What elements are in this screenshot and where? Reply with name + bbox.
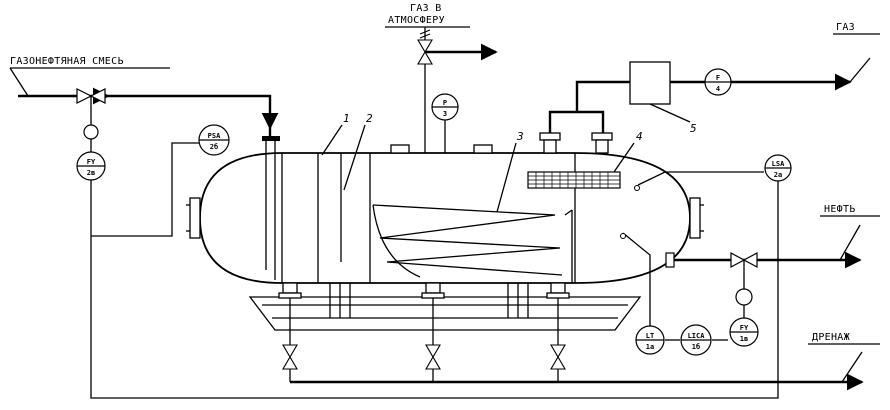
instrument-fy-1v-tag: FY [740, 324, 749, 332]
callout-1-text: 1 [343, 112, 350, 125]
callout-4: 4 [613, 130, 643, 173]
flow-label-inlet: ГАЗОНЕФТЯНАЯ СМЕСЬ [9, 56, 170, 97]
mist-eliminator-4 [527, 171, 621, 189]
instrument-fy-2v-loop: 2в [87, 169, 95, 177]
flow-label-drain-text: ДРЕНАЖ [812, 332, 850, 343]
flow-label-gas-atm: ГАЗ В АТМОСФЕРУ [385, 3, 470, 28]
instrument-lt-1a: LT 1a [635, 325, 665, 355]
gas-atmosphere-line [417, 27, 498, 153]
callout-2: 2 [343, 112, 373, 191]
flow-label-inlet-text: ГАЗОНЕФТЯНАЯ СМЕСЬ [10, 56, 124, 67]
instrument-p-3-loop: 3 [443, 110, 447, 118]
instrument-lt-1a-loop: 1a [646, 343, 654, 351]
instrument-f-4: F 4 [704, 68, 732, 96]
top-nozzles [390, 132, 613, 154]
instrument-lica-1b-tag: LICA [688, 332, 706, 340]
inlet-line [18, 87, 279, 130]
callout-2-text: 2 [366, 112, 373, 125]
callout-4-text: 4 [636, 130, 643, 143]
flow-label-drain: ДРЕНАЖ [808, 332, 880, 345]
instrument-lsa-2a-tag: LSA [772, 160, 785, 168]
flow-label-gas: ГАЗ [833, 22, 880, 35]
signal-lines [90, 120, 779, 399]
flow-label-oil-text: НЕФТЬ [824, 204, 856, 215]
flow-label-gas-text: ГАЗ [836, 22, 855, 33]
callout-3-text: 3 [516, 130, 524, 143]
vessel-saddle [248, 283, 642, 331]
instrument-fy-2v: FY 2в [76, 151, 106, 181]
gas-outlet-line [548, 57, 871, 133]
callout-5: 5 [690, 122, 697, 135]
instrument-lica-1b-loop: 1б [692, 343, 700, 351]
instrument-psa-2b-tag: PSA [208, 132, 221, 140]
instrument-f-4-tag: F [716, 74, 720, 82]
instrument-lica-1b: LICA 1б [680, 324, 712, 356]
instrument-fy-1v-loop: 1в [740, 335, 748, 343]
instrument-psa-2b: PSA 2б [198, 124, 230, 156]
drain-nozzles [278, 282, 570, 299]
instrument-lt-1a-tag: LT [646, 332, 654, 340]
instrument-fy-1v: FY 1в [729, 317, 759, 347]
instrument-lsa-2a-loop: 2a [774, 171, 782, 179]
drain-header [282, 298, 864, 391]
instrument-lsa-2a: LSA 2a [764, 154, 792, 182]
instrument-psa-2b-loop: 2б [210, 143, 218, 151]
inlet-valve [76, 88, 106, 152]
instrument-p-3-tag: P [443, 99, 447, 107]
oil-outlet-line [665, 224, 862, 318]
inlet-nozzle-pipe [262, 128, 280, 280]
flow-label-gas-atm-line1: ГАЗ В [410, 3, 442, 14]
callout-5-text: 5 [690, 122, 697, 135]
instrument-f-4-loop: 4 [716, 85, 720, 93]
callout-3: 3 [496, 130, 524, 213]
callout-1: 1 [321, 112, 350, 156]
separator-vessel [186, 152, 704, 284]
flow-label-oil: НЕФТЬ [820, 204, 880, 217]
instrument-p-3: P 3 [431, 93, 459, 121]
coalescer-plates-3 [372, 204, 573, 283]
instrument-fy-2v-tag: FY [87, 158, 96, 166]
flow-label-gas-atm-line2: АТМОСФЕРУ [388, 15, 445, 26]
